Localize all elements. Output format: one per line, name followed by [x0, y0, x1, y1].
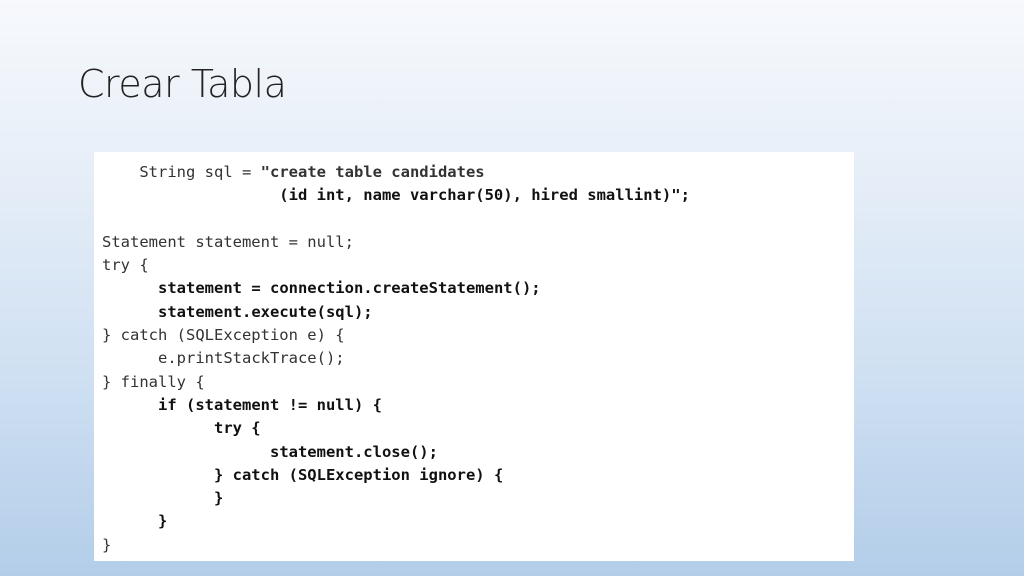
code-line-16: }	[158, 512, 168, 531]
code-line-15: }	[213, 489, 224, 508]
code-line-6: statement = connection.createStatement()…	[158, 279, 541, 298]
code-line-10: } finally {	[102, 372, 205, 391]
code-line-2: (id int, name varchar(50), hired smallin…	[102, 186, 690, 205]
slide-title: Crear Tabla	[78, 62, 287, 106]
code-line-1-bold: "create table candidates	[260, 163, 485, 181]
code-line-9: e.printStackTrace();	[158, 349, 345, 368]
code-line-13: statement.close();	[269, 442, 438, 461]
code-line-17: }	[102, 535, 112, 554]
code-line-8: } catch (SQLException e) {	[102, 326, 345, 345]
code-panel: String sql = "create table candidates (i…	[94, 152, 854, 561]
code-line-4: Statement statement = null;	[102, 232, 354, 251]
code-line-12: try {	[213, 419, 261, 438]
code-line-14: } catch (SQLException ignore) {	[213, 465, 504, 484]
code-line-1: String sql = "create table candidates	[102, 161, 690, 184]
code-line-7: statement.execute(sql);	[158, 302, 373, 321]
code-block: String sql = "create table candidates (i…	[102, 161, 690, 557]
code-line-3	[102, 208, 690, 231]
code-line-11: if (statement != null) {	[158, 395, 382, 414]
code-line-5: try {	[102, 256, 149, 275]
code-line-1-plain: String sql =	[139, 163, 261, 181]
